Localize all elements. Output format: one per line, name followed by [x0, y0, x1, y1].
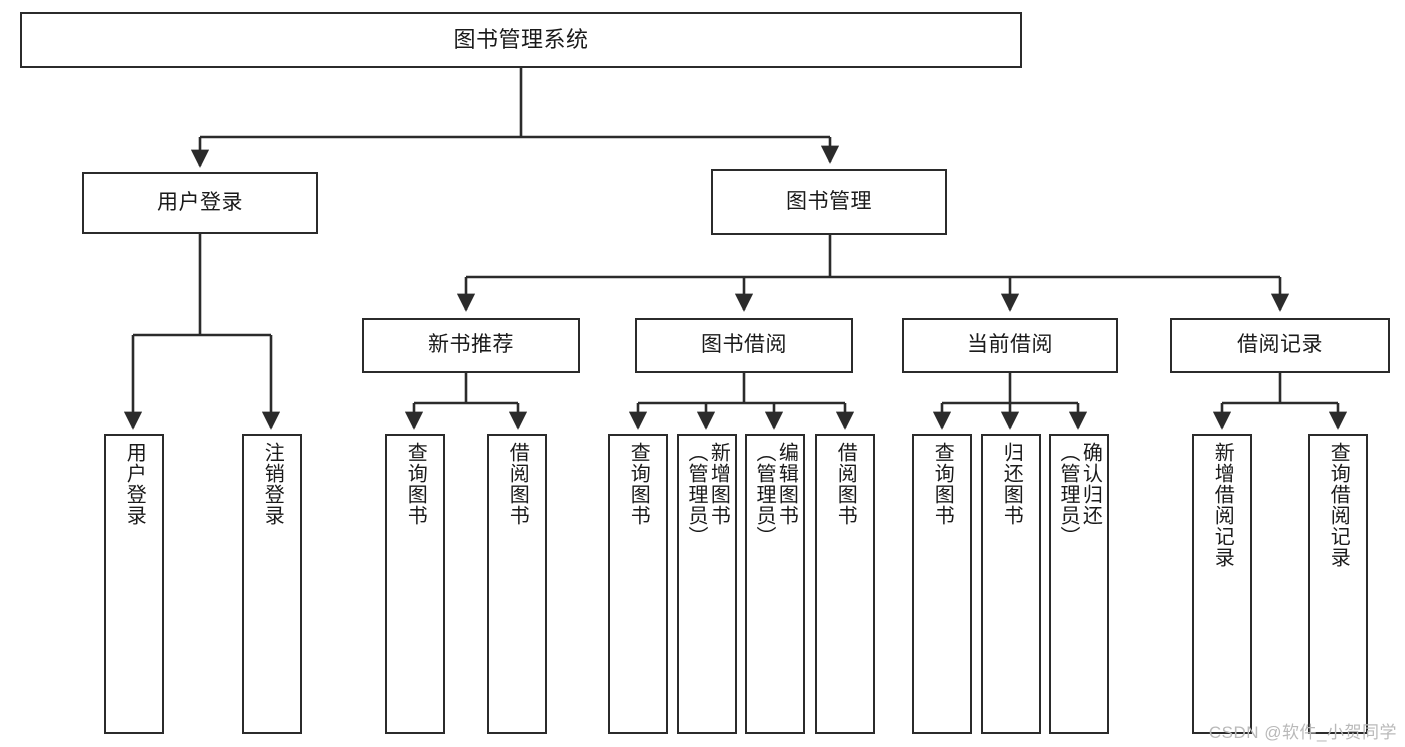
node-book-borrow[interactable]: 图书借阅: [635, 318, 853, 373]
node-label: 查询图书: [931, 442, 954, 526]
node-label: 注销登录: [261, 442, 284, 526]
node-label: 用户登录: [157, 190, 243, 214]
node-leaf-query-book-borrow[interactable]: 查询图书: [608, 434, 668, 734]
node-leaf-borrow-book[interactable]: 借阅图书: [815, 434, 875, 734]
node-label: 借阅图书: [834, 442, 857, 526]
node-label: 借阅记录: [1237, 333, 1323, 357]
node-new-book-recommend[interactable]: 新书推荐: [362, 318, 580, 373]
node-label: 归还图书: [1000, 442, 1023, 526]
watermark-text: CSDN @软件_小贺同学: [1208, 723, 1397, 742]
node-leaf-user-logout[interactable]: 注销登录: [242, 434, 302, 734]
node-borrow-record[interactable]: 借阅记录: [1170, 318, 1390, 373]
node-label: 新增借阅记录: [1211, 442, 1234, 568]
node-leaf-edit-book[interactable]: 编辑图书 （管理员）: [745, 434, 805, 734]
node-leaf-query-borrow-record[interactable]: 查询借阅记录: [1308, 434, 1368, 734]
node-label: 查询图书: [404, 442, 427, 526]
node-leaf-add-borrow-record[interactable]: 新增借阅记录: [1192, 434, 1252, 734]
node-leaf-query-book-recommend[interactable]: 查询图书: [385, 434, 445, 734]
node-label: 新书推荐: [428, 333, 514, 357]
node-label: 查询图书: [627, 442, 650, 526]
node-leaf-user-login[interactable]: 用户登录: [104, 434, 164, 734]
node-label: 图书管理系统: [453, 27, 589, 53]
node-current-borrow[interactable]: 当前借阅: [902, 318, 1118, 373]
node-leaf-add-book[interactable]: 新增图书 （管理员）: [677, 434, 737, 734]
node-book-management[interactable]: 图书管理: [711, 169, 947, 235]
node-label: 用户登录: [123, 442, 146, 526]
node-user-login[interactable]: 用户登录: [82, 172, 318, 234]
node-leaf-query-book-current[interactable]: 查询图书: [912, 434, 972, 734]
node-book-management-system[interactable]: 图书管理系统: [20, 12, 1022, 68]
node-label: 图书管理: [786, 189, 872, 213]
node-label: 编辑图书 （管理员）: [753, 442, 798, 547]
node-label: 查询借阅记录: [1327, 442, 1350, 568]
node-leaf-confirm-return[interactable]: 确认归还 （管理员）: [1049, 434, 1109, 734]
node-label: 图书借阅: [701, 333, 787, 357]
node-label: 当前借阅: [967, 333, 1053, 357]
node-label: 确认归还 （管理员）: [1057, 442, 1102, 547]
node-leaf-return-book[interactable]: 归还图书: [981, 434, 1041, 734]
node-label: 新增图书 （管理员）: [685, 442, 730, 547]
node-leaf-borrow-book-recommend[interactable]: 借阅图书: [487, 434, 547, 734]
node-label: 借阅图书: [506, 442, 529, 526]
